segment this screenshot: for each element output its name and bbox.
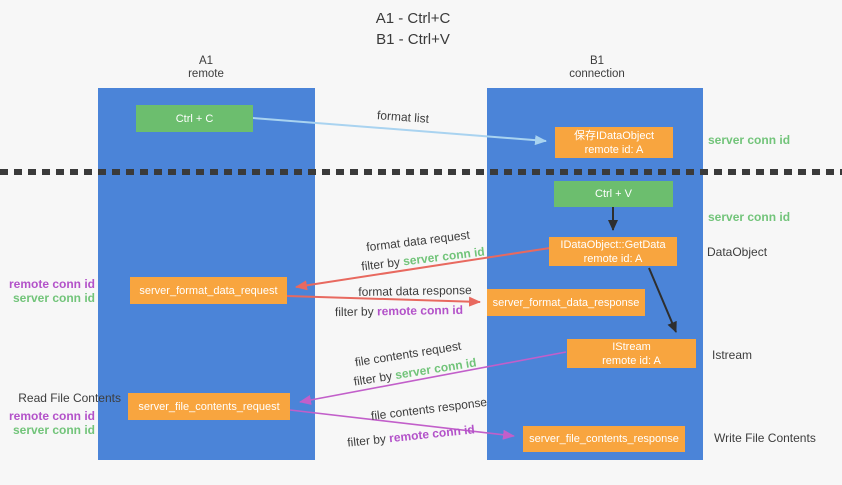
label-server-conn-id-mid: server conn id	[708, 210, 791, 224]
node-istream: IStream remote id: A	[567, 339, 696, 368]
node-getdata-line1: IDataObject::GetData	[560, 238, 666, 251]
node-istream-line2: remote id: A	[602, 354, 661, 367]
label-server-conn-id-top: server conn id	[708, 133, 791, 147]
node-ctrl-v: Ctrl + V	[554, 181, 673, 207]
label-server-conn-id-1: server conn id	[12, 290, 95, 305]
column-header-b1: B1 connection	[532, 55, 662, 81]
node-server-format-data-request: server_format_data_request	[130, 277, 287, 304]
label-remote-conn-id-2: remote conn id	[8, 409, 95, 423]
column-header-a1: A1 remote	[141, 55, 271, 81]
node-file-response-label: server_file_contents_response	[529, 433, 679, 445]
label-server-conn-id-2: server conn id	[12, 422, 95, 437]
label-istream: Istream	[712, 348, 753, 362]
remote-conn-id-text: remote conn id	[376, 302, 464, 319]
section-divider-dotted-line	[0, 169, 842, 175]
label-dataobject: DataObject	[707, 245, 768, 259]
node-getdata-line2: remote id: A	[583, 252, 643, 265]
node-idataobject-getdata: IDataObject::GetData remote id: A	[549, 237, 677, 266]
arrow-format-data-request	[295, 247, 551, 291]
arrow-file-contents-response	[289, 409, 515, 440]
arrow-format-data-response	[286, 295, 481, 307]
column-b1-role: connection	[569, 68, 625, 80]
arrow-format-list	[252, 117, 547, 146]
node-server-format-data-response: server_format_data_response	[487, 289, 645, 316]
column-b1-name: B1	[589, 55, 605, 67]
node-server-file-contents-request: server_file_contents_request	[128, 393, 290, 420]
node-format-request-label: server_format_data_request	[139, 284, 278, 297]
title-line-2: B1 - Ctrl+V	[376, 31, 450, 48]
arrow-file-contents-request	[299, 351, 567, 405]
left-conn-id-group-2: remote conn id server conn id	[0, 409, 95, 437]
node-ctrl-v-label: Ctrl + V	[595, 188, 632, 200]
filter-by-text: filter by	[334, 304, 374, 320]
node-save-idataobject: 保存IDataObject remote id: A	[555, 127, 673, 158]
column-a1-name: A1	[198, 55, 214, 67]
node-ctrl-c-label: Ctrl + C	[175, 112, 214, 125]
arrow-getdata-to-istream	[648, 267, 677, 333]
node-file-request-label: server_file_contents_request	[138, 400, 280, 413]
label-read-file-contents: Read File Contents	[18, 391, 121, 405]
label-filter-by-remote-conn-id-1: filter by remote conn id	[335, 303, 463, 319]
node-istream-line1: IStream	[612, 340, 651, 353]
page-title: A1 - Ctrl+C B1 - Ctrl+V	[328, 8, 498, 50]
left-conn-id-group-1: remote conn id server conn id	[0, 277, 95, 305]
node-format-response-label: server_format_data_response	[492, 296, 640, 309]
node-ctrl-c: Ctrl + C	[136, 105, 253, 132]
column-a1-role: remote	[188, 68, 224, 80]
node-server-file-contents-response: server_file_contents_response	[523, 426, 685, 452]
label-format-data-response: format data response	[358, 283, 472, 299]
label-remote-conn-id-1: remote conn id	[8, 277, 95, 291]
label-write-file-contents: Write File Contents	[714, 431, 816, 445]
node-save-idataobject-line2: remote id: A	[584, 143, 644, 156]
node-save-idataobject-line1: 保存IDataObject	[573, 129, 655, 142]
title-line-1: A1 - Ctrl+C	[375, 10, 451, 27]
